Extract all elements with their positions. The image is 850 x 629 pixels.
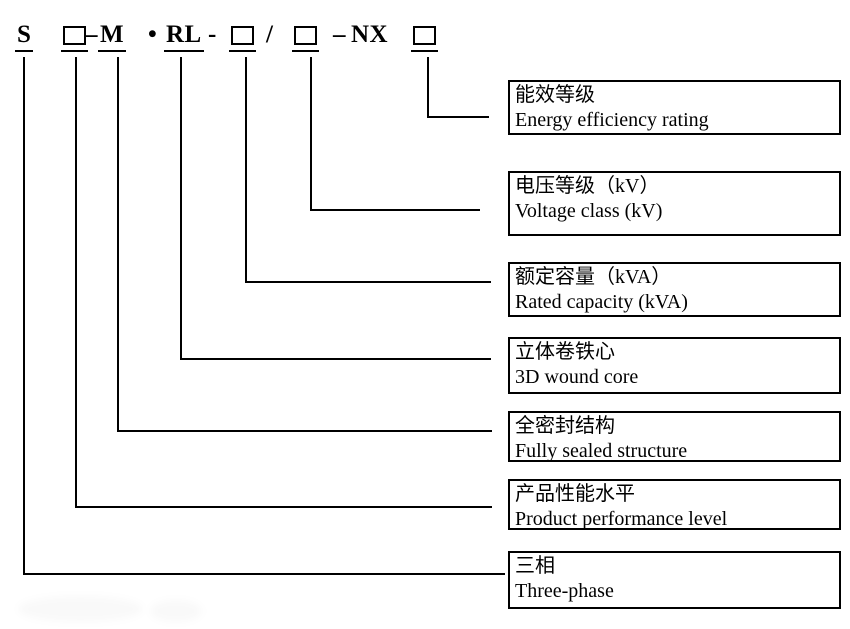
legend-en-product-performance: Product performance level [515,508,728,530]
connector-energy-efficiency [427,57,489,118]
square-placeholder-icon [63,26,86,45]
connector-voltage-class [310,57,480,211]
watermark-smudge [18,596,143,622]
square-placeholder-icon [413,26,436,45]
watermark-smudge [150,600,202,622]
legend-box-product-performance-level: 产品性能水平 Product performance level [508,479,841,530]
legend-zh-energy-efficiency: 能效等级 [515,84,595,106]
legend-box-voltage-class: 电压等级（kV） Voltage class (kV) [508,171,841,236]
legend-zh-three-phase: 三相 [515,555,555,577]
connector-fully-sealed-structure [117,57,492,432]
connector-3d-wound-core [180,57,491,360]
code-token-nx: NX [351,21,389,48]
legend-en-3d-wound-core: 3D wound core [515,366,639,388]
code-token-m: M [98,20,127,52]
legend-zh-3d-wound-core: 立体卷铁心 [515,341,615,363]
legend-en-voltage-class: Voltage class (kV) [515,200,663,222]
legend-zh-voltage-class: 电压等级（kV） [515,175,660,197]
legend-en-three-phase: Three-phase [515,580,614,602]
square-placeholder-icon [231,26,254,45]
code-token-slash: / [266,21,274,48]
legend-en-rated-capacity: Rated capacity (kVA) [515,291,688,313]
code-token-dash-2: – [333,21,346,48]
code-token-s: S [15,20,34,52]
code-token-box-voltage [292,20,319,52]
code-token-box-efficiency [411,20,438,52]
legend-zh-rated-capacity: 额定容量（kVA） [515,266,672,288]
code-token-bullet: • [148,21,158,48]
code-token-rl: RL [164,20,204,52]
connector-three-phase [23,57,505,575]
legend-en-energy-efficiency: Energy efficiency rating [515,109,709,131]
legend-box-three-phase: 三相 Three-phase [508,551,841,609]
legend-zh-product-performance: 产品性能水平 [515,483,635,505]
legend-box-rated-capacity: 额定容量（kVA） Rated capacity (kVA) [508,262,841,317]
code-token-box-capacity [229,20,256,52]
connector-product-performance [75,57,492,508]
legend-zh-fully-sealed: 全密封结构 [515,415,615,437]
legend-box-energy-efficiency-rating: 能效等级 Energy efficiency rating [508,80,841,135]
square-placeholder-icon [294,26,317,45]
code-token-box-performance [61,20,88,52]
code-token-dash-1: – [85,21,98,48]
legend-box-fully-sealed-structure: 全密封结构 Fully sealed structure [508,411,841,462]
connector-rated-capacity [245,57,491,283]
legend-box-3d-wound-core: 立体卷铁心 3D wound core [508,337,841,394]
code-token-hyphen: - [208,21,217,48]
legend-en-fully-sealed: Fully sealed structure [515,440,688,462]
